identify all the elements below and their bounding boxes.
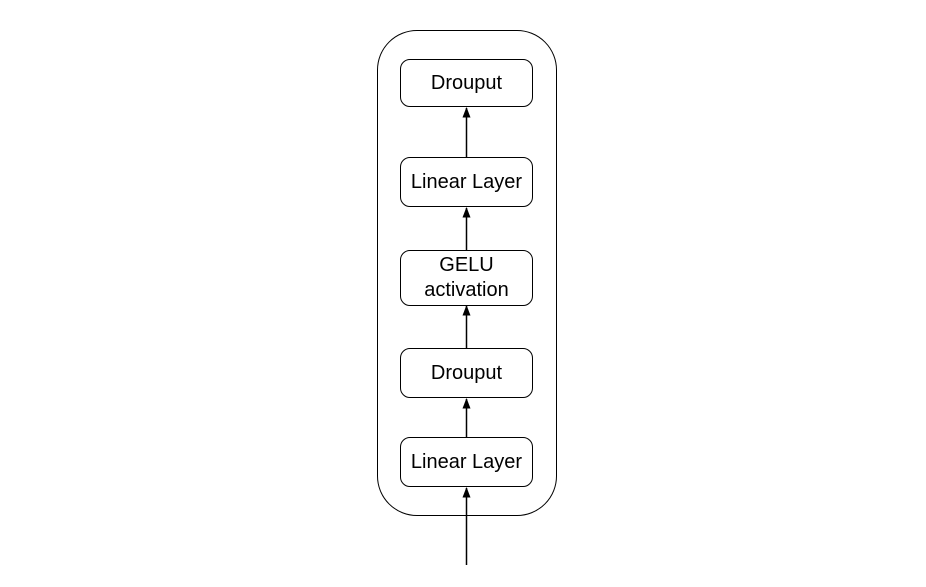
node-label: Drouput	[430, 361, 503, 384]
node-label: Linear Layer	[410, 450, 523, 473]
node-label: Linear Layer	[410, 170, 523, 193]
block-container	[377, 30, 557, 516]
node-dropout-1: Drouput	[400, 59, 533, 107]
node-linear-layer-1: Linear Layer	[400, 157, 533, 207]
node-label: GELU activation	[424, 254, 509, 301]
node-linear-layer-2: Linear Layer	[400, 437, 533, 487]
node-label: Drouput	[430, 71, 503, 94]
node-gelu-activation: GELU activation	[400, 250, 533, 306]
node-dropout-2: Drouput	[400, 348, 533, 398]
